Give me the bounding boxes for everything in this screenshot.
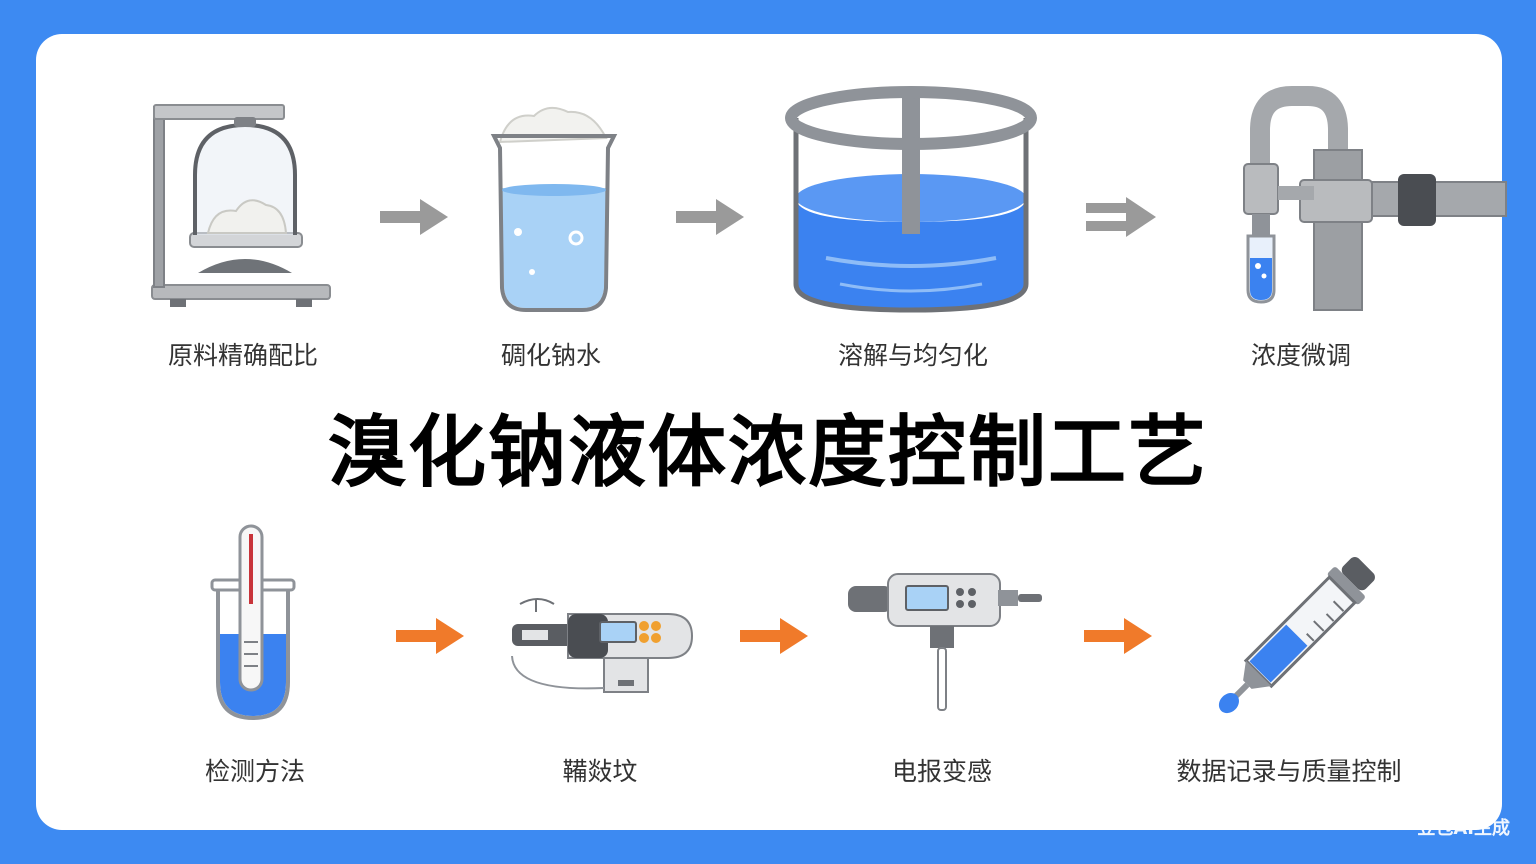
mixing-tank-icon xyxy=(785,86,1037,313)
step-label: 检测方法 xyxy=(204,757,306,786)
step-label: 原料精确配比 xyxy=(167,341,319,370)
arrow-right-icon xyxy=(1084,618,1152,654)
handheld-meter-icon xyxy=(511,598,694,693)
step-concentration-adjust xyxy=(1240,86,1507,318)
arrow-right-icon xyxy=(396,618,464,654)
arrow-right-icon xyxy=(380,199,448,235)
step-label: 碉化钠水 xyxy=(500,341,602,370)
step-probe-meter xyxy=(848,570,1044,716)
step-data-record-qc xyxy=(1212,548,1376,728)
arrow-right-icon xyxy=(676,199,744,235)
balance-scale-icon xyxy=(151,104,331,307)
step-detection-method xyxy=(208,522,298,722)
diagram-title: 溴化钠液体浓度控制工艺 xyxy=(327,408,1209,498)
burette-valve-icon xyxy=(1243,86,1507,311)
step-handheld-meter xyxy=(508,596,698,696)
step-label: 鞴敥坟 xyxy=(562,757,638,786)
step-beaker xyxy=(488,102,620,314)
beaker-icon xyxy=(490,106,618,312)
double-arrow-right-icon xyxy=(1086,197,1156,237)
step-mixing-tank xyxy=(785,86,1037,314)
step-label: 数据记录与质量控制 xyxy=(1176,757,1402,786)
watermark: 豆包AI生成 xyxy=(1417,818,1510,839)
step-label: 溶解与均匀化 xyxy=(837,341,989,370)
step-label: 电报变感 xyxy=(891,757,993,786)
test-tube-thermometer-icon xyxy=(210,524,296,721)
step-label: 浓度微调 xyxy=(1250,341,1352,370)
arrow-right-icon xyxy=(740,618,808,654)
probe-meter-icon xyxy=(848,573,1042,711)
step-raw-material-ratio xyxy=(150,95,340,315)
syringe-icon xyxy=(1218,557,1375,714)
